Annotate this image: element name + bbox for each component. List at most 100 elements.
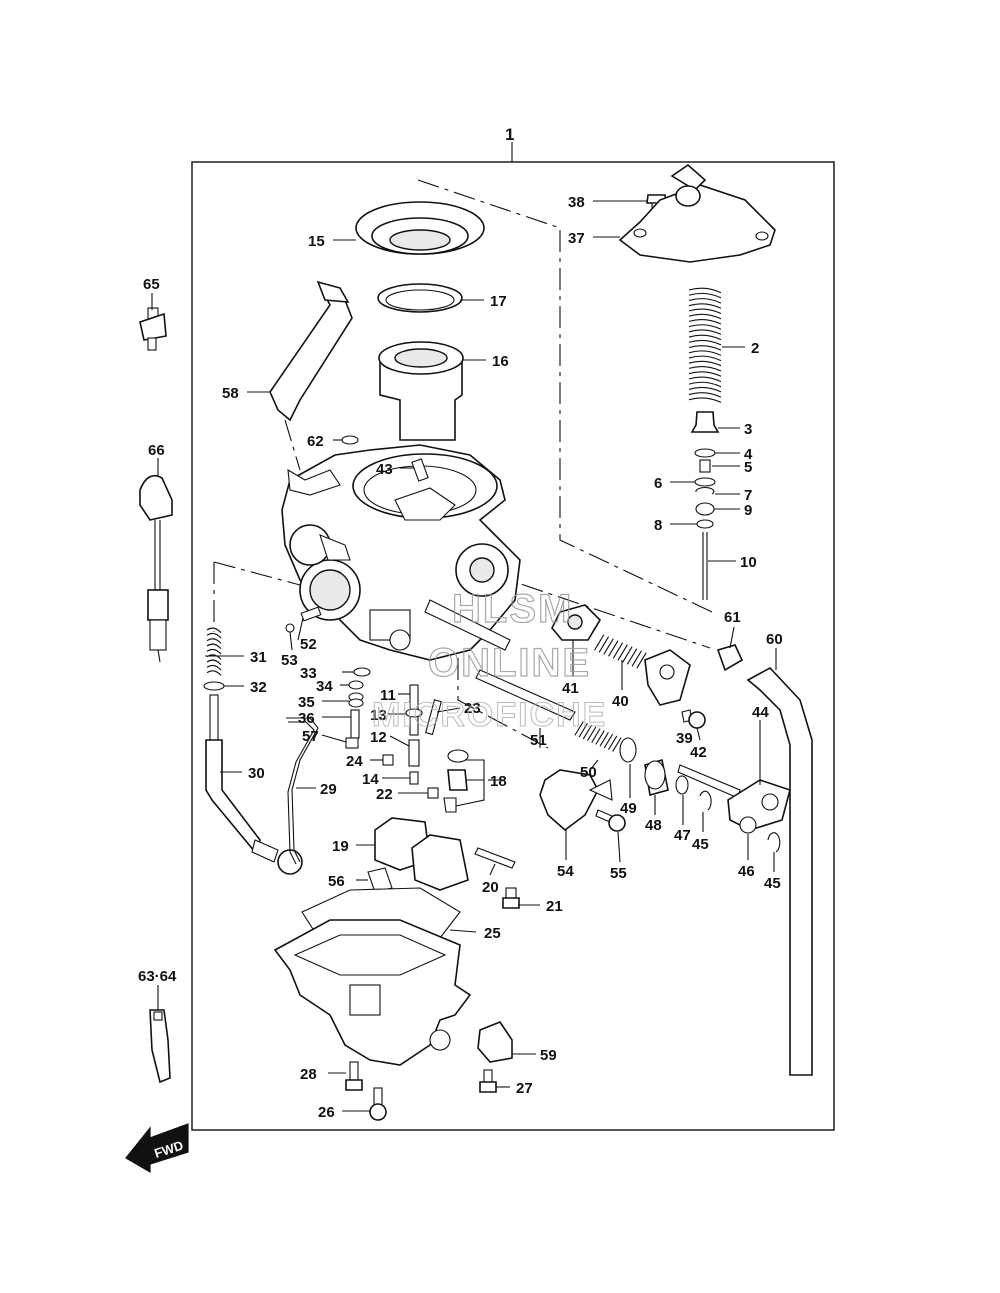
callout-60: 60 xyxy=(766,631,783,648)
callout-57: 57 xyxy=(302,728,319,745)
part-34-washer xyxy=(348,680,364,690)
callout-49: 49 xyxy=(620,800,637,817)
callout-46: 46 xyxy=(738,863,755,880)
callout-42: 42 xyxy=(690,744,707,761)
callout-39: 39 xyxy=(676,730,693,747)
part-63-64-clamp xyxy=(149,1009,171,1084)
part-65-sensor xyxy=(139,307,167,351)
callout-20: 20 xyxy=(482,879,499,896)
part-16-piston xyxy=(378,341,464,441)
callout-53: 53 xyxy=(281,652,298,669)
callout-40: 40 xyxy=(612,693,629,710)
part-59-clip xyxy=(477,1021,513,1063)
part-9-spacer xyxy=(695,502,715,516)
callout-31: 31 xyxy=(250,649,267,666)
callout-7: 7 xyxy=(744,487,752,504)
part-48-fitting xyxy=(644,758,669,797)
fwd-arrow: FWD xyxy=(125,1123,189,1174)
callout-27: 27 xyxy=(516,1080,533,1097)
callout-4: 4 xyxy=(744,446,753,463)
callout-50: 50 xyxy=(580,764,597,781)
part-22-jet xyxy=(427,787,439,799)
callout-18: 18 xyxy=(490,773,507,790)
callout-45b: 45 xyxy=(764,875,781,892)
part-45-clip-b xyxy=(767,832,781,853)
callout-24: 24 xyxy=(346,753,363,770)
callout-21: 21 xyxy=(546,898,563,915)
callout-65: 65 xyxy=(143,276,160,293)
part-37-top-cover xyxy=(618,163,776,263)
part-31-spring xyxy=(206,627,222,676)
part-33-washer xyxy=(353,667,371,677)
part-66-sensor xyxy=(139,474,173,663)
callout-58: 58 xyxy=(222,385,239,402)
part-60-hose xyxy=(746,667,813,1076)
part-35-spring xyxy=(348,692,364,708)
callout-2: 2 xyxy=(751,340,759,357)
part-17-ring xyxy=(377,283,463,313)
callout-51: 51 xyxy=(530,732,547,749)
callout-55: 55 xyxy=(610,865,627,882)
callout-56: 56 xyxy=(328,873,345,890)
part-6-washer xyxy=(694,477,716,487)
part-55-screw xyxy=(595,809,626,832)
part-43-screw xyxy=(411,458,429,482)
part-58-hose xyxy=(269,280,353,422)
part-24-jet xyxy=(382,754,394,766)
callout-47: 47 xyxy=(674,827,691,844)
callout-25: 25 xyxy=(484,925,501,942)
callout-37: 37 xyxy=(568,230,585,247)
watermark: HLSM ONLINE MICROFICHE xyxy=(372,586,607,734)
callout-3: 3 xyxy=(744,421,752,438)
part-23-bar xyxy=(425,699,442,736)
part-7-clip xyxy=(695,486,715,495)
part-62-oring xyxy=(341,435,359,445)
callout-38: 38 xyxy=(568,194,585,211)
part-53-ball xyxy=(285,623,295,633)
part-47-washer xyxy=(675,775,689,795)
part-36-screw xyxy=(350,709,360,739)
callout-41: 41 xyxy=(562,680,579,697)
leader-lines xyxy=(151,200,777,1112)
callout-48: 48 xyxy=(645,817,662,834)
watermark-line-1: HLSM xyxy=(452,587,573,631)
callout-1: 1 xyxy=(505,125,514,144)
watermark-line-2: ONLINE xyxy=(428,641,591,685)
part-10-needle xyxy=(702,532,708,600)
callout-28: 28 xyxy=(300,1066,317,1083)
part-45-clip-a xyxy=(699,790,712,811)
callout-23: 23 xyxy=(464,700,481,717)
part-51-rod xyxy=(475,669,576,721)
part-32-washer xyxy=(203,681,225,691)
callout-16: 16 xyxy=(492,353,509,370)
callout-66: 66 xyxy=(148,442,165,459)
callout-26: 26 xyxy=(318,1104,335,1121)
part-54-plunger-housing xyxy=(539,769,613,832)
callout-35: 35 xyxy=(298,694,315,711)
callout-17: 17 xyxy=(490,293,507,310)
callout-labels: 1 2 3 4 5 6 7 8 9 10 11 12 13 14 15 16 1… xyxy=(138,125,783,1121)
assembly-frame xyxy=(191,142,835,1131)
part-30-cable xyxy=(205,694,303,875)
callout-9: 9 xyxy=(744,502,752,519)
part-27-screw xyxy=(479,1069,497,1093)
part-41-cover xyxy=(551,604,602,641)
callout-15: 15 xyxy=(308,233,325,250)
callout-5: 5 xyxy=(744,459,752,476)
watermark-line-3: MICROFICHE xyxy=(372,696,607,734)
callout-14: 14 xyxy=(362,771,379,788)
part-21-screw xyxy=(502,887,520,909)
part-4-washer xyxy=(694,448,716,458)
callout-22: 22 xyxy=(376,786,393,803)
callout-29: 29 xyxy=(320,781,337,798)
callout-54: 54 xyxy=(557,863,574,880)
part-39-housing xyxy=(644,649,691,706)
part-2-spring xyxy=(688,287,722,403)
callout-33: 33 xyxy=(300,665,317,682)
float-bowl xyxy=(273,919,472,1066)
part-20-pin xyxy=(474,847,516,869)
part-56-clip xyxy=(367,867,393,893)
part-3-holder xyxy=(690,411,720,433)
carburetor-body xyxy=(281,444,521,661)
